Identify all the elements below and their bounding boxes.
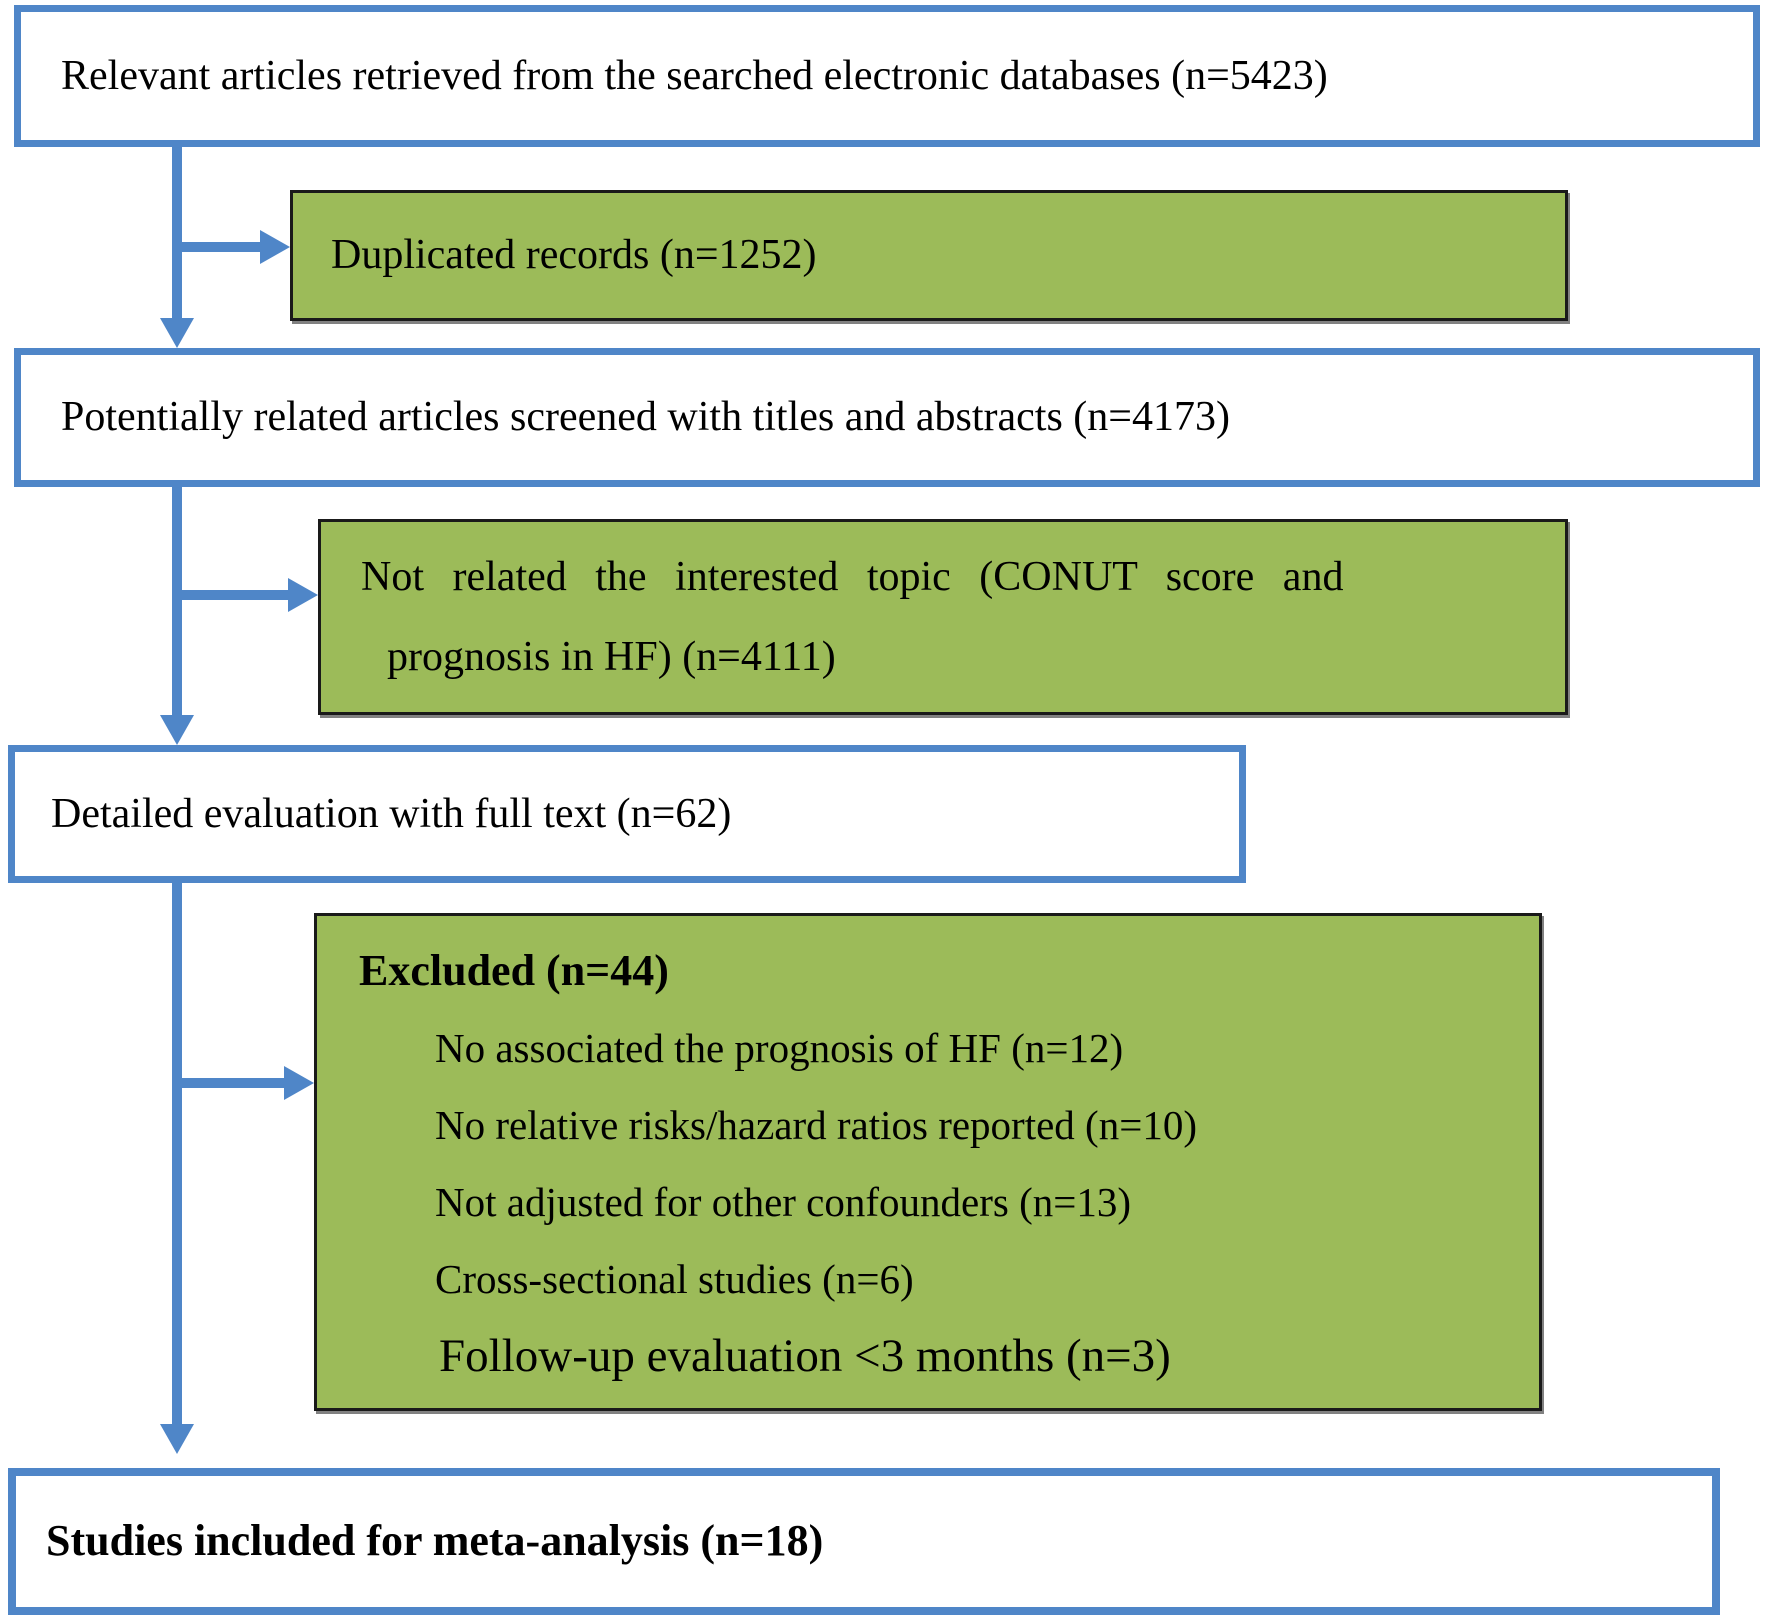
box-excluded-title: Excluded (n=44) bbox=[359, 946, 669, 995]
flow-branch-duplicated-line bbox=[172, 242, 260, 252]
excluded-item-no-prognosis: No associated the prognosis of HF (n=12) bbox=[435, 1024, 1124, 1071]
box-records-retrieved-label: Relevant articles retrieved from the sea… bbox=[61, 52, 1328, 99]
box-fulltext-evaluation: Detailed evaluation with full text (n=62… bbox=[8, 745, 1246, 883]
box-not-related-topic-line2: prognosis in HF) (n=4111) bbox=[387, 634, 836, 680]
box-titles-abstracts-screened-label: Potentially related articles screened wi… bbox=[61, 394, 1230, 441]
flow-arrow-screened-to-fulltext-line bbox=[172, 487, 182, 715]
flow-branch-not-related-head bbox=[288, 578, 318, 612]
flow-arrow-fulltext-to-included-line bbox=[172, 883, 182, 1424]
excluded-item-not-adjusted: Not adjusted for other confounders (n=13… bbox=[435, 1178, 1132, 1225]
box-titles-abstracts-screened: Potentially related articles screened wi… bbox=[14, 348, 1760, 487]
flow-arrow-retrieved-to-screened-line bbox=[172, 147, 182, 318]
box-not-related-topic-line1: Not related the interested topic (CONUT … bbox=[361, 554, 1344, 600]
flow-arrow-retrieved-to-screened-head bbox=[160, 318, 194, 348]
excluded-item-no-risk-ratios: No relative risks/hazard ratios reported… bbox=[435, 1101, 1197, 1148]
flow-branch-excluded-head bbox=[284, 1066, 314, 1100]
box-included-meta-analysis: Studies included for meta-analysis (n=18… bbox=[8, 1468, 1720, 1615]
box-not-related-topic: Not related the interested topic (CONUT … bbox=[318, 519, 1568, 715]
box-excluded: Excluded (n=44) No associated the progno… bbox=[314, 913, 1542, 1411]
box-included-meta-analysis-label: Studies included for meta-analysis (n=18… bbox=[46, 1516, 824, 1566]
box-records-retrieved: Relevant articles retrieved from the sea… bbox=[14, 5, 1760, 147]
flow-arrow-fulltext-to-included-head bbox=[160, 1424, 194, 1454]
flow-branch-not-related-line bbox=[172, 590, 288, 600]
flow-arrow-screened-to-fulltext-head bbox=[160, 715, 194, 745]
flow-branch-excluded-line bbox=[172, 1078, 284, 1088]
excluded-item-cross-sectional: Cross-sectional studies (n=6) bbox=[435, 1255, 914, 1302]
excluded-item-short-followup: Follow-up evaluation <3 months (n=3) bbox=[439, 1329, 1171, 1382]
box-duplicated-records: Duplicated records (n=1252) bbox=[290, 190, 1568, 321]
box-fulltext-evaluation-label: Detailed evaluation with full text (n=62… bbox=[51, 790, 732, 837]
flow-branch-duplicated-head bbox=[260, 230, 290, 264]
box-duplicated-records-label: Duplicated records (n=1252) bbox=[331, 232, 817, 279]
